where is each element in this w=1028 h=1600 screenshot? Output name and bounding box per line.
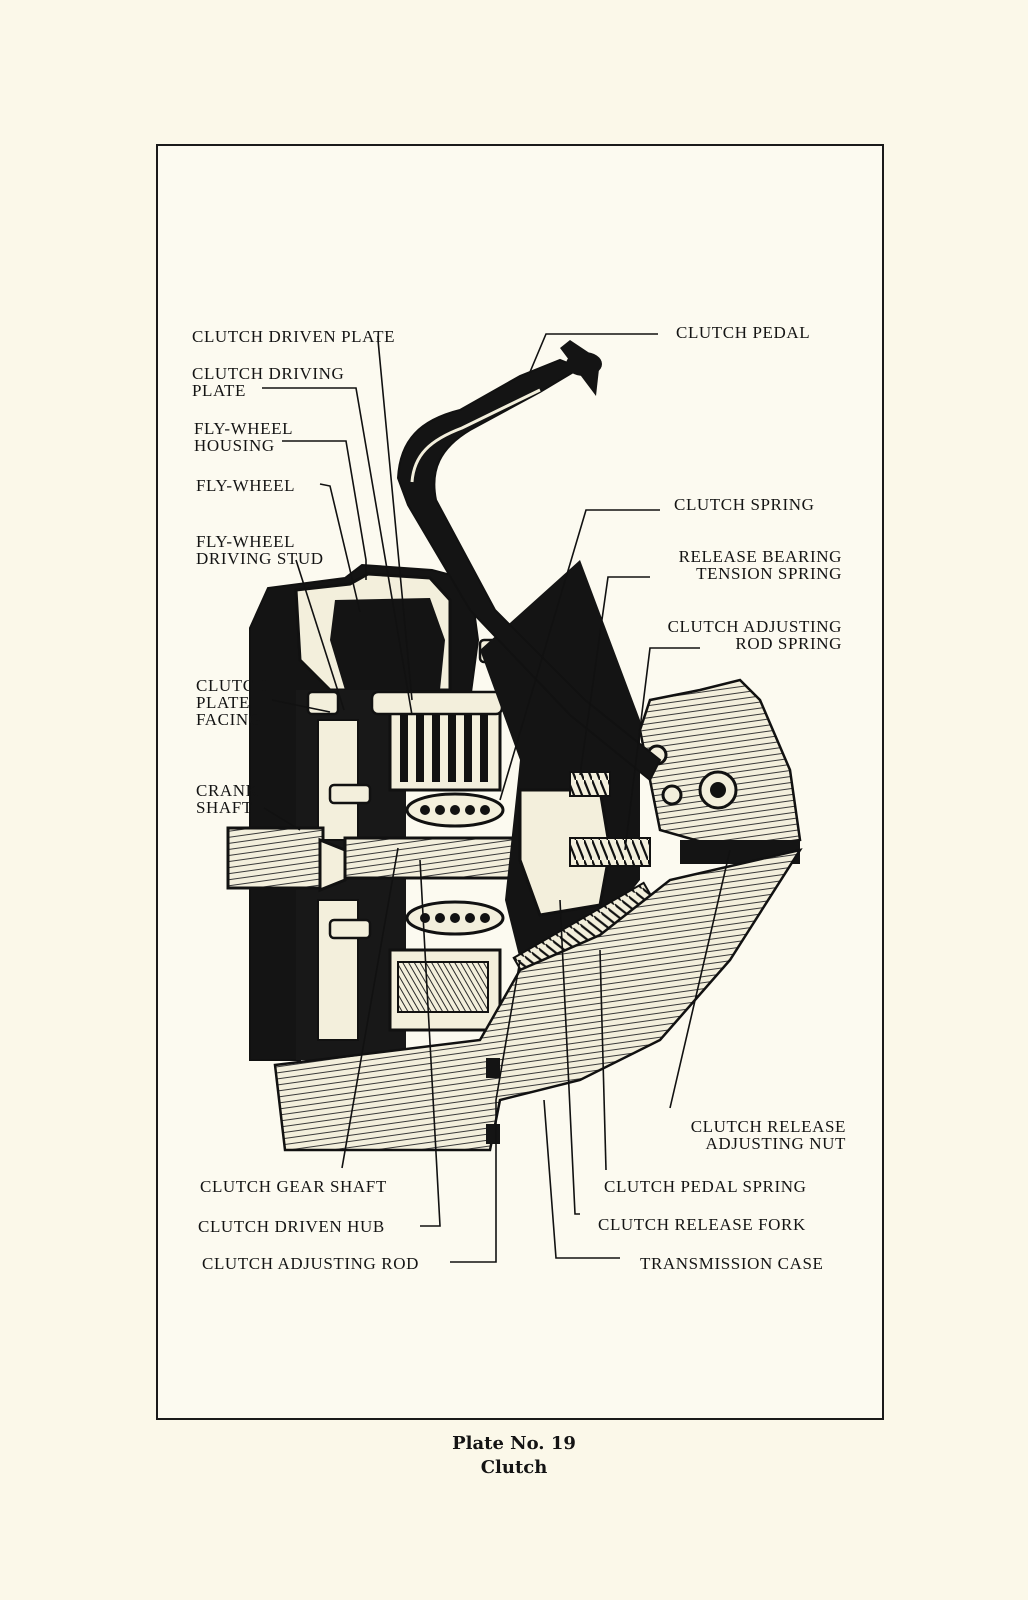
label-clutch-spring: CLUTCH SPRING bbox=[674, 495, 815, 514]
label-flywheel-housing: FLY-WHEEL HOUSING bbox=[194, 419, 294, 455]
label-flywheel-driving-stud: FLY-WHEEL DRIVING STUD bbox=[196, 532, 324, 568]
clutch-plates-upper bbox=[370, 690, 504, 792]
adjusting-rod-spring bbox=[569, 837, 651, 867]
label-clutch-plate-facing: CLUTCH PLATE FACING bbox=[196, 676, 268, 729]
label-clutch-driven-plate: CLUTCH DRIVEN PLATE bbox=[192, 327, 396, 346]
label-clutch-gear-shaft: CLUTCH GEAR SHAFT bbox=[200, 1177, 387, 1196]
release-bearing-tension-spring bbox=[569, 771, 611, 797]
label-clutch-driving-plate: CLUTCH DRIVING PLATE bbox=[192, 364, 345, 400]
label-clutch-adjusting-rod: CLUTCH ADJUSTING ROD bbox=[202, 1254, 419, 1273]
label-clutch-driven-hub: CLUTCH DRIVEN HUB bbox=[198, 1217, 385, 1236]
transmission-case bbox=[273, 848, 803, 1152]
plate-title: Clutch bbox=[480, 1457, 548, 1478]
label-crank-shaft: CRANK SHAFT bbox=[196, 781, 259, 817]
label-transmission-case: TRANSMISSION CASE bbox=[640, 1254, 824, 1273]
clutch-pedal bbox=[396, 358, 662, 782]
label-clutch-release-fork: CLUTCH RELEASE FORK bbox=[598, 1215, 806, 1234]
plate-number: Plate No. 19 bbox=[452, 1433, 576, 1454]
label-clutch-release-adjusting-nut: CLUTCH RELEASE ADJUSTING NUT bbox=[690, 1117, 846, 1153]
clutch-plates-lower bbox=[388, 948, 502, 1032]
label-flywheel: FLY-WHEEL bbox=[196, 476, 296, 495]
label-clutch-pedal: CLUTCH PEDAL bbox=[676, 323, 811, 342]
label-release-bearing-tension-spring: RELEASE BEARING TENSION SPRING bbox=[678, 547, 842, 583]
label-clutch-pedal-spring: CLUTCH PEDAL SPRING bbox=[604, 1177, 807, 1196]
crank-shaft bbox=[226, 826, 325, 890]
label-clutch-adjusting-rod-spring: CLUTCH ADJUSTING ROD SPRING bbox=[667, 617, 842, 653]
plate-caption: Plate No. 19 Clutch bbox=[0, 1432, 1028, 1480]
